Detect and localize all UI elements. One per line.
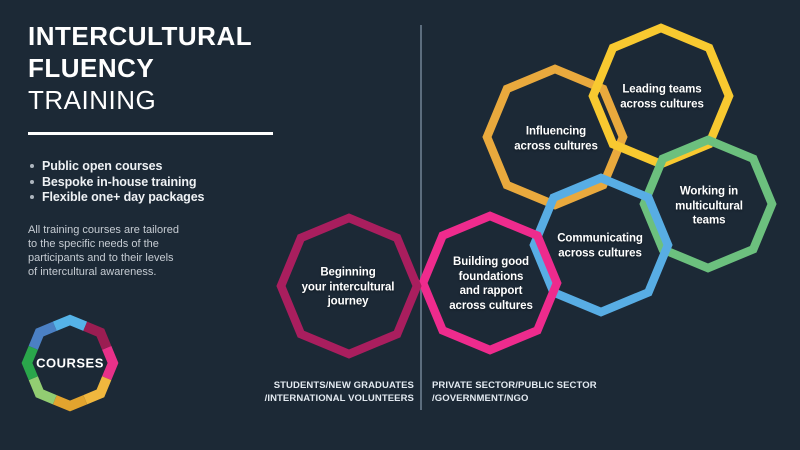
- courses-badge-segment-1: [83, 376, 112, 405]
- section-divider: [420, 25, 422, 410]
- title-line-2: FLUENCY: [28, 53, 155, 83]
- octagon-foundations-outline: [418, 211, 562, 355]
- octagon-label-foundations: Building good foundations and rapport ac…: [449, 256, 533, 312]
- title-line-1: INTERCULTURAL: [28, 21, 253, 51]
- bullet-dot-icon: [30, 195, 34, 199]
- octagon-working-outline: [639, 135, 777, 273]
- bullet-label: Flexible one+ day packages: [42, 190, 205, 204]
- audience-label-left: STUDENTS/NEW GRADUATES /INTERNATIONAL VO…: [264, 380, 414, 404]
- octagon-label-communicating: Communicating across cultures: [557, 232, 643, 260]
- octagon-communicating-outline: [529, 173, 673, 317]
- octagon-label-working: Working in multicultural teams: [675, 185, 743, 227]
- octagon-influencing-outline: [482, 64, 628, 210]
- octagon-label-journey: Beginning your intercultural journey: [301, 266, 395, 308]
- bullet-dot-icon: [30, 164, 34, 168]
- bullet-item: Bespoke in-house training: [28, 175, 204, 191]
- courses-badge-segment-4: [21, 345, 38, 381]
- courses-badge-segment-7: [83, 321, 112, 350]
- title-line-3: TRAINING: [28, 85, 157, 115]
- title-underline: [28, 132, 273, 135]
- courses-badge-label: COURSES: [36, 355, 104, 371]
- bullet-item: Flexible one+ day packages: [28, 190, 205, 206]
- courses-badge-segment-2: [52, 395, 88, 412]
- bullet-label: Bespoke in-house training: [42, 174, 197, 189]
- feature-bullet-list: Public open courses Bespoke in-house tra…: [28, 159, 205, 206]
- description-text: All training courses are tailored to the…: [28, 224, 180, 278]
- bullet-item: Public open courses: [28, 159, 204, 175]
- bullet-label: Public open courses: [42, 159, 163, 173]
- octagon-label-leading: Leading teams across cultures: [620, 83, 704, 111]
- audience-label-right: PRIVATE SECTOR/PUBLIC SECTOR /GOVERNMENT…: [432, 380, 597, 404]
- courses-badge-segment-0: [102, 345, 119, 381]
- courses-badge-segment-6: [52, 314, 88, 331]
- courses-badge-segment-3: [28, 376, 57, 405]
- page-title: INTERCULTURAL FLUENCY TRAINING: [28, 20, 252, 116]
- courses-badge-segment-5: [28, 321, 57, 350]
- octagon-journey-outline: [276, 213, 422, 359]
- octagon-label-influencing: Influencing across cultures: [514, 125, 598, 153]
- bullet-dot-icon: [30, 179, 34, 184]
